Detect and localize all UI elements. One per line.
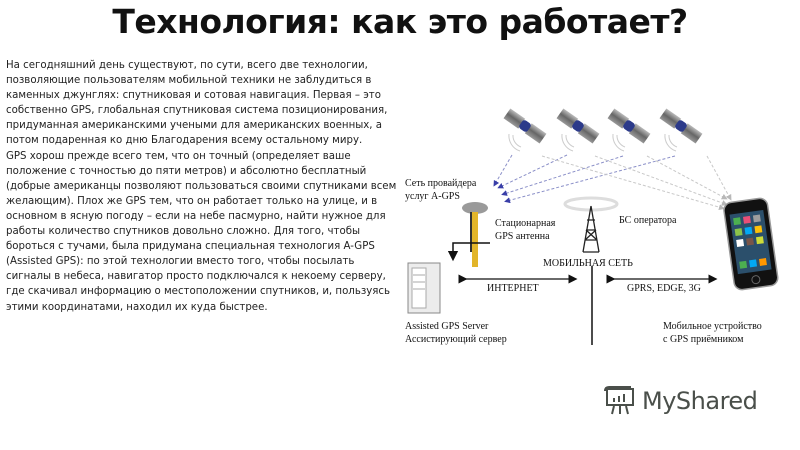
server-icon [407, 242, 490, 314]
paragraph-1: На сегодняшний день существуют, по сути,… [6, 60, 388, 147]
smartphone-icon [723, 197, 779, 291]
stationary-antenna-label-2: GPS антенна [495, 231, 550, 242]
watermark-text: MyShared [642, 387, 758, 415]
internet-label: ИНТЕРНЕТ [487, 283, 539, 294]
gps-antenna-icon [462, 202, 488, 267]
gprs-label: GPRS, EDGE, 3G [627, 283, 701, 294]
mobile-network-label: МОБИЛЬНАЯ СЕТЬ [543, 258, 633, 269]
diagram-graphics [407, 108, 779, 345]
presentation-board-icon [604, 386, 634, 415]
bs-operator-label: БС оператора [619, 215, 677, 226]
server-label-2: Ассистирующий сервер [405, 334, 507, 345]
satellite-icon [659, 108, 703, 144]
mobile-device-label-2: с GPS приёмником [663, 334, 744, 345]
body-text: На сегодняшний день существуют, по сути,… [6, 58, 398, 315]
server-label: Assisted GPS Server [405, 321, 489, 332]
paragraph-2: GPS хорош прежде всего тем, что он точны… [6, 150, 397, 313]
watermark-logo: MyShared [604, 386, 758, 416]
stationary-antenna-label: Стационарная [495, 218, 556, 229]
mobile-device-label: Мобильное устройство [663, 321, 762, 332]
provider-network-label-2: услуг A-GPS [405, 191, 460, 202]
slide-title: Технология: как это работает? [112, 2, 688, 41]
satellite-icon [607, 108, 651, 144]
satellite-icon [503, 108, 547, 144]
satellite-icon [556, 108, 600, 144]
agps-diagram: Сеть провайдера услуг A-GPS Стационарная… [395, 80, 800, 370]
provider-network-label: Сеть провайдера [405, 178, 477, 189]
cell-tower-icon [563, 196, 619, 253]
